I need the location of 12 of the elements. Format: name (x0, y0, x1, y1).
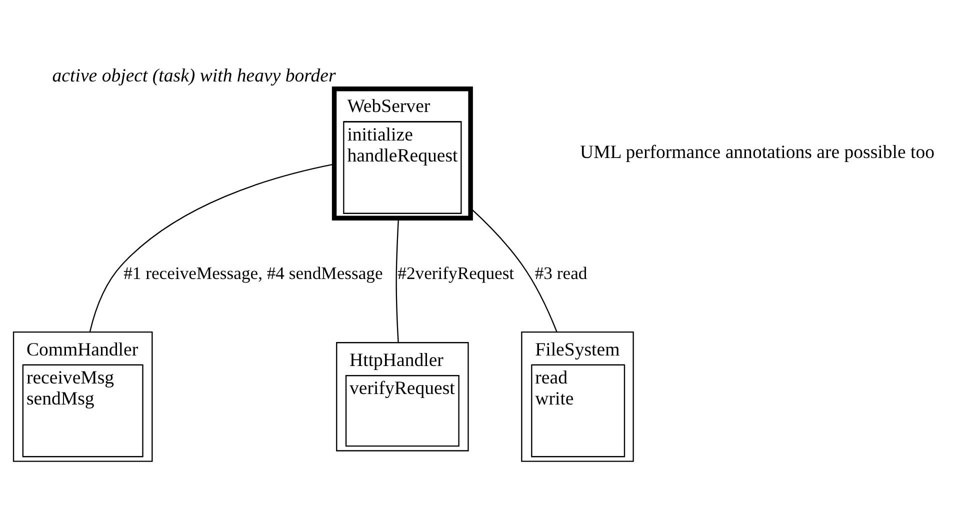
label: UML performance annotations are possible too (580, 142, 934, 163)
node-box: CommHandler receiveMsg sendMsg (12, 331, 153, 462)
edge-label: #1 receiveMessage, #4 sendMessage (124, 263, 383, 284)
edge-label: #2verifyRequest (398, 263, 514, 284)
connector (89, 164, 334, 332)
node-box: HttpHandler verifyRequest (336, 342, 469, 452)
connector (396, 218, 400, 343)
node-box: WebServer initialize handleRequest (332, 86, 473, 220)
edge-label: #3 read (534, 263, 588, 284)
connector (470, 208, 558, 332)
node-label: active object (task) with heavy border (52, 66, 336, 87)
node-box: FileSystem read write (521, 331, 634, 462)
